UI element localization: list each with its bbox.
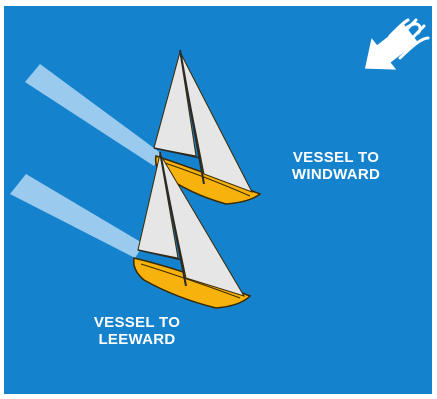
- label-vessel-windward: VESSEL TO WINDWARD: [266, 149, 406, 183]
- label-vessel-leeward: VESSEL TO LEEWARD: [82, 314, 192, 348]
- wind-shadow-leeward: [10, 174, 144, 258]
- wind-arrow-icon: WIND: [353, 17, 423, 84]
- diagram-frame: WIND VESSEL TO WINDWARD VESSEL TO LEEWAR…: [4, 6, 432, 394]
- label-windward-line1: VESSEL TO: [266, 149, 406, 166]
- label-leeward-line2: LEEWARD: [82, 331, 192, 348]
- wind-shadow-windward: [25, 64, 162, 166]
- diagram-scene: WIND: [4, 6, 432, 394]
- label-leeward-line1: VESSEL TO: [82, 314, 192, 331]
- wind-indicator: WIND: [353, 17, 428, 84]
- label-windward-line2: WINDWARD: [266, 166, 406, 183]
